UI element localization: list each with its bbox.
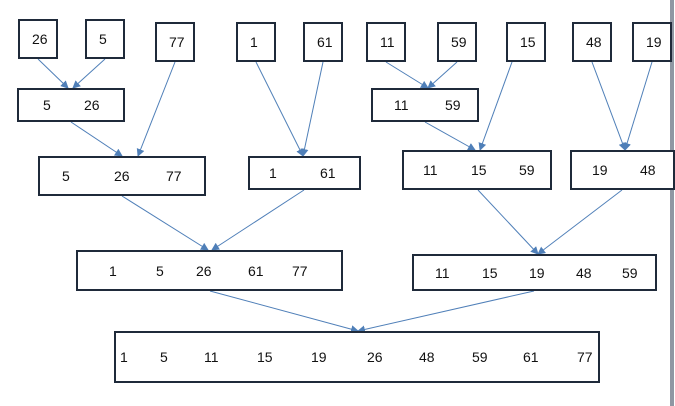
node-value: 48	[640, 162, 656, 178]
node-leaf-26: 26	[18, 19, 58, 59]
node-value: 15	[482, 265, 498, 281]
edge-merge-11-15-59-to-merge-right-half	[477, 189, 539, 255]
edge-leaf-26-to-merge-5-26	[37, 58, 69, 89]
node-leaf-11: 11	[366, 22, 406, 62]
node-leaf-59: 59	[437, 22, 477, 62]
edge-merge-19-48-to-merge-right-half	[537, 189, 623, 255]
node-value: 1	[250, 34, 258, 50]
node-value: 26	[84, 97, 100, 113]
node-merge-left-half: 1 5 26 61 77	[76, 250, 343, 291]
node-value: 59	[451, 34, 467, 50]
node-merge-11-15-59: 11 15 59	[402, 150, 552, 190]
node-value: 11	[435, 265, 450, 281]
node-value: 59	[472, 349, 488, 365]
node-value: 11	[380, 34, 395, 50]
node-value: 26	[196, 263, 212, 279]
node-merge-1-61: 1 61	[248, 156, 361, 190]
node-value: 15	[520, 34, 536, 50]
node-value: 5	[62, 168, 70, 184]
node-value: 19	[311, 349, 327, 365]
node-value: 77	[577, 349, 593, 365]
node-leaf-19: 19	[632, 22, 672, 62]
node-value: 15	[471, 162, 487, 178]
node-leaf-15: 15	[506, 22, 546, 62]
node-merge-5-26-77: 5 26 77	[38, 156, 206, 196]
node-value: 1	[120, 349, 128, 365]
edge-leaf-15-to-merge-11-15-59	[478, 61, 513, 151]
node-value: 15	[257, 349, 273, 365]
node-value: 5	[99, 31, 107, 47]
node-value: 1	[109, 263, 117, 279]
edge-leaf-5-to-merge-5-26	[72, 58, 106, 89]
right-edge-bar	[670, 0, 674, 406]
node-value: 19	[529, 265, 545, 281]
edge-leaf-19-to-merge-19-48	[623, 61, 653, 151]
node-value: 77	[169, 34, 185, 50]
node-leaf-48: 48	[572, 22, 612, 62]
node-value: 1	[269, 165, 277, 181]
node-value: 48	[419, 349, 435, 365]
edge-merge-5-26-77-to-merge-left-half	[121, 195, 209, 251]
edge-leaf-59-to-merge-11-59	[427, 61, 458, 89]
node-value: 61	[248, 263, 264, 279]
node-value: 5	[156, 263, 164, 279]
node-leaf-1: 1	[236, 22, 276, 62]
edge-leaf-11-to-merge-11-59	[385, 61, 429, 89]
node-value: 11	[423, 162, 438, 178]
node-value: 59	[519, 162, 535, 178]
node-leaf-61: 61	[303, 22, 343, 62]
node-value: 61	[523, 349, 539, 365]
edge-merge-11-59-to-merge-11-15-59	[424, 121, 476, 151]
node-value: 59	[622, 265, 638, 281]
node-leaf-77: 77	[155, 22, 195, 62]
edge-merge-5-26-to-merge-5-26-77	[70, 121, 123, 157]
edge-leaf-77-to-merge-5-26-77	[136, 61, 176, 157]
node-value: 5	[43, 97, 51, 113]
node-value: 26	[32, 31, 48, 47]
edge-merge-right-half-to-merge-final	[357, 290, 535, 334]
edge-leaf-1-to-merge-1-61	[255, 61, 304, 157]
node-value: 48	[576, 265, 592, 281]
node-value: 19	[646, 34, 662, 50]
node-value: 77	[292, 263, 308, 279]
node-value: 5	[160, 349, 168, 365]
node-value: 61	[320, 165, 336, 181]
node-value: 19	[592, 162, 608, 178]
node-value: 48	[586, 34, 602, 50]
node-value: 26	[114, 168, 130, 184]
node-value: 61	[317, 34, 333, 50]
edge-merge-1-61-to-merge-left-half	[211, 189, 305, 251]
node-value: 11	[394, 97, 409, 113]
edge-merge-left-half-to-merge-final	[209, 290, 359, 334]
node-merge-right-half: 11 15 19 48 59	[412, 254, 657, 291]
node-leaf-5: 5	[85, 19, 125, 59]
edge-leaf-61-to-merge-1-61	[300, 61, 324, 157]
node-merge-5-26: 5 26	[17, 88, 125, 122]
node-value: 26	[367, 349, 383, 365]
node-value: 11	[204, 349, 219, 365]
edge-leaf-48-to-merge-19-48	[591, 61, 627, 151]
node-merge-11-59: 11 59	[371, 88, 479, 122]
node-value: 59	[445, 97, 461, 113]
node-value: 77	[166, 168, 182, 184]
